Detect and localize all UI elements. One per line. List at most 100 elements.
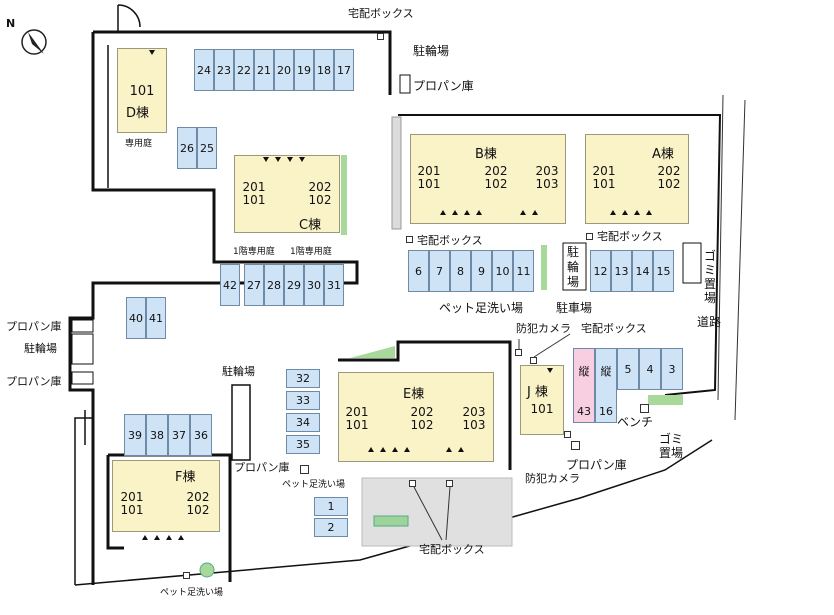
site-wall-top: [93, 30, 392, 95]
parking-slot: 27: [244, 264, 264, 306]
parking-slot: 8: [450, 250, 471, 292]
parking-row-12-15: 12 13 14 15: [590, 250, 674, 292]
parking-slot: 39: [124, 414, 146, 456]
parking-slot: 41: [146, 297, 166, 339]
label-gomi-j: ゴミ置場: [659, 432, 684, 460]
road-edge-left: [717, 94, 724, 401]
parking-slot: 35: [286, 435, 320, 454]
building-b: B棟 201 101 202 102 203 103: [410, 134, 566, 224]
parking-slot: 14: [632, 250, 653, 292]
label-propane-left2: プロパン庫: [6, 375, 62, 388]
label-senyoutei-c1: 1階専用庭: [233, 247, 275, 257]
parking-row-6-11: 6 7 8 9 10 11: [408, 250, 534, 292]
tree-f: [199, 562, 215, 578]
wall-f-left: [106, 455, 124, 550]
parking-slot-16: 縦 16: [595, 348, 617, 423]
parking-slot: 1: [314, 497, 348, 516]
propane-e-icon: [300, 465, 309, 474]
building-j-room: 101: [530, 402, 554, 416]
parking-slot: 40: [126, 297, 146, 339]
takuhai-box-icon: [377, 33, 384, 40]
parking-col-1-2: 1 2: [314, 497, 348, 537]
parking-slot: 10: [492, 250, 513, 292]
parking-col-32-35: 32 33 34 35: [286, 369, 320, 454]
building-f-name: F棟: [175, 470, 196, 485]
propane-box-1: [71, 319, 94, 333]
parking-slot: 4: [639, 348, 661, 390]
parking-slot: 19: [294, 49, 314, 91]
parking-row-tate: 縦 43 縦 16 5 4 3: [573, 348, 683, 423]
parking-slot: 23: [214, 49, 234, 91]
bench-green: [373, 515, 409, 527]
parking-slot: 31: [324, 264, 344, 306]
parking-slot: 37: [168, 414, 190, 456]
green-strip-j: [648, 395, 683, 405]
green-e: [350, 346, 395, 358]
parking-row-top: 24 23 22 21 20 19 18 17: [194, 49, 354, 91]
label-pet-wash-e: ペット足洗い場: [282, 480, 346, 490]
parking-row-42-31: 42 27 28 29 30 31: [220, 264, 344, 306]
parking-slot: 36: [190, 414, 212, 456]
parking-slot: 42: [220, 264, 240, 306]
parking-slot: 38: [146, 414, 168, 456]
label-propane-left1: プロパン庫: [6, 320, 62, 333]
label-takuhai-a: 宅配ボックス: [597, 230, 663, 243]
takuhai-box-icon: [446, 480, 453, 487]
building-j-name: J 棟: [527, 385, 548, 400]
label-senyoutei-c2: 1階専用庭: [290, 247, 332, 257]
building-d-room: 101: [129, 84, 155, 99]
building-b-room-right: 203 103: [535, 164, 559, 191]
grey-wall-b: [391, 116, 402, 230]
label-senyoutei-d: 専用庭: [125, 139, 153, 149]
label-propane-e: プロパン庫: [234, 461, 290, 474]
parking-slot: 9: [471, 250, 492, 292]
building-b-room-left: 201 101: [417, 164, 441, 191]
label-takuhai-b: 宅配ボックス: [417, 234, 483, 247]
green-strip-b: [541, 245, 547, 290]
label-churinjo-e: 駐輪場: [222, 365, 255, 378]
churinjo-mid-box: [562, 242, 587, 291]
label-road: 道路: [697, 315, 722, 329]
propane-box-2: [71, 371, 94, 385]
label-takuhai-j: 宅配ボックス: [581, 322, 647, 335]
label-churinjo-top: 駐輪場: [413, 44, 450, 58]
camera-icon: [564, 431, 571, 438]
building-d-name: D棟: [126, 106, 150, 121]
parking-slot: 12: [590, 250, 611, 292]
churinjo-left-box: [71, 333, 94, 365]
pet-wash-f-icon: [183, 572, 190, 579]
building-f-room-left: 201 101: [120, 490, 144, 517]
building-a-name: A棟: [652, 147, 674, 162]
propane-j-icon: [571, 441, 580, 450]
parking-pair-40-41: 40 41: [126, 297, 166, 339]
building-c-room-left: 201 101: [242, 180, 266, 207]
parking-row-39-36: 39 38 37 36: [124, 414, 212, 456]
bench-icon: [640, 404, 649, 413]
wall-e-block: [338, 340, 512, 470]
label-churinjo-left: 駐輪場: [24, 342, 57, 355]
takuhai-box-icon: [409, 480, 416, 487]
parking-slot: 17: [334, 49, 354, 91]
label-bouhan-top: 防犯カメラ: [516, 322, 571, 335]
label-pet-wash-mid: ペット足洗い場: [439, 301, 524, 315]
road-edge-right: [734, 99, 746, 421]
label-bench: ベンチ: [617, 415, 654, 429]
takuhai-box-icon: [586, 233, 593, 240]
building-e: E棟 201 101 202 102 203 103: [338, 372, 494, 462]
takuhai-box-icon: [406, 236, 413, 243]
north-label: N: [6, 17, 16, 30]
parking-slot: 13: [611, 250, 632, 292]
parking-slot: 24: [194, 49, 214, 91]
parking-pair-26-25: 26 25: [177, 127, 217, 169]
label-propane-j: プロパン庫: [566, 458, 627, 472]
parking-slot: 3: [661, 348, 683, 390]
propane-top-box: [399, 74, 411, 94]
pet-wash-grey: [361, 477, 513, 547]
building-a: A棟 201 101 202 102: [585, 134, 689, 224]
label-gomi-a: ゴミ置場: [704, 249, 717, 305]
building-f-room-right: 202 102: [186, 490, 210, 517]
label-bouhan-bottom: 防犯カメラ: [525, 472, 580, 485]
label-parking-lot: 駐車場: [556, 301, 593, 315]
label-pet-wash-f: ペット足洗い場: [160, 588, 224, 598]
north-arrow-icon: [21, 29, 47, 55]
